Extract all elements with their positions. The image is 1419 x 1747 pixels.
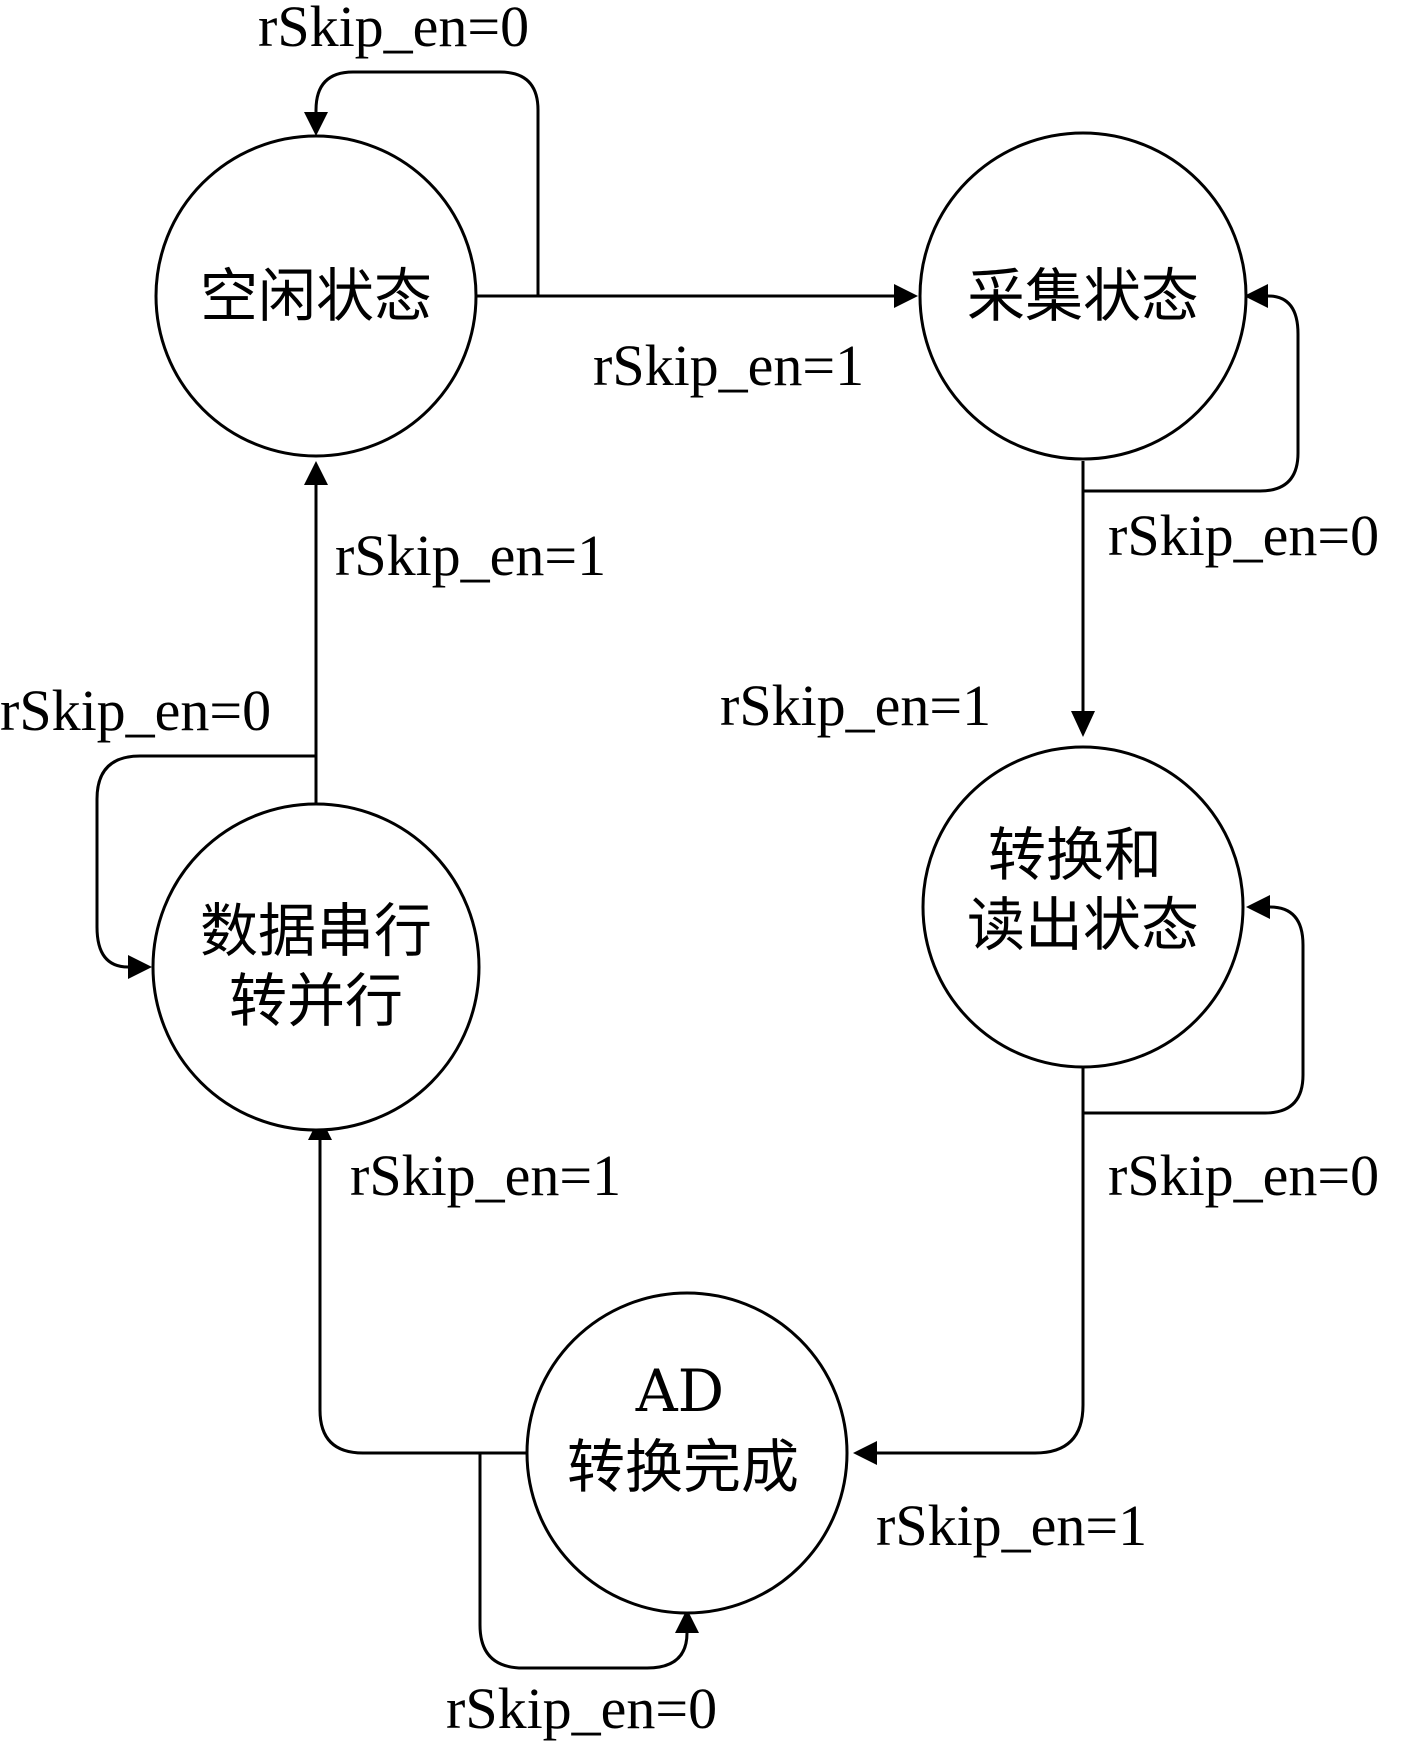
edge-convert-self xyxy=(1083,905,1305,1115)
label-serial-to-idle: rSkip_en=1 xyxy=(335,523,606,588)
label-acquire-self: rSkip_en=0 xyxy=(1108,503,1379,568)
arrowhead-ad-self xyxy=(675,1609,699,1633)
label-convert-to-ad: rSkip_en=1 xyxy=(876,1493,1147,1558)
state-idle-label: 空闲状态 xyxy=(200,262,432,330)
state-ad-done-line1: AD xyxy=(635,1357,724,1425)
label-serial-self: rSkip_en=0 xyxy=(0,678,271,743)
state-serial-parallel-circle xyxy=(151,802,481,1132)
label-convert-self: rSkip_en=0 xyxy=(1108,1143,1379,1208)
state-acquire[interactable]: 采集状态 xyxy=(918,131,1248,461)
state-acquire-label: 采集状态 xyxy=(967,262,1199,330)
edge-serial-self xyxy=(95,754,316,969)
state-ad-done-line2: 转换完成 xyxy=(567,1433,799,1501)
state-acquire-circle xyxy=(918,131,1248,461)
arrowhead-acquire-to-convert xyxy=(1071,711,1095,737)
arrowhead-convert-to-ad xyxy=(853,1441,877,1465)
state-ad-done[interactable]: AD 转换完成 xyxy=(525,1291,849,1615)
arrowhead-idle-self xyxy=(304,112,328,136)
label-idle-self: rSkip_en=0 xyxy=(258,0,529,59)
label-idle-to-acquire: rSkip_en=1 xyxy=(593,333,864,398)
arrowhead-serial-self xyxy=(128,955,152,979)
arrowhead-convert-self xyxy=(1246,895,1270,919)
edge-convert-to-ad xyxy=(877,1067,1085,1455)
state-serial-parallel-line2: 转并行 xyxy=(229,967,403,1035)
state-idle-circle xyxy=(154,134,478,458)
state-idle[interactable]: 空闲状态 xyxy=(154,134,478,458)
arrowhead-acquire-self xyxy=(1244,284,1268,308)
state-convert-read-circle xyxy=(921,745,1245,1069)
state-convert-read[interactable]: 转换和 读出状态 xyxy=(921,745,1245,1069)
state-serial-parallel-line1: 数据串行 xyxy=(200,897,432,965)
state-convert-read-line1: 转换和 xyxy=(988,821,1162,889)
edge-acquire-self xyxy=(1083,294,1300,493)
edge-ad-self xyxy=(478,1453,689,1670)
state-serial-parallel[interactable]: 数据串行 转并行 xyxy=(151,802,481,1132)
state-ad-done-circle xyxy=(525,1291,849,1615)
edge-ad-to-serial xyxy=(318,1140,527,1455)
edge-idle-self xyxy=(314,70,540,296)
label-acquire-to-convert: rSkip_en=1 xyxy=(720,673,991,738)
arrowhead-idle-to-acquire xyxy=(894,284,918,308)
label-ad-to-serial: rSkip_en=1 xyxy=(350,1143,621,1208)
state-convert-read-line2: 读出状态 xyxy=(967,891,1199,959)
label-ad-self: rSkip_en=0 xyxy=(446,1676,717,1741)
arrowhead-serial-to-idle xyxy=(304,461,328,485)
